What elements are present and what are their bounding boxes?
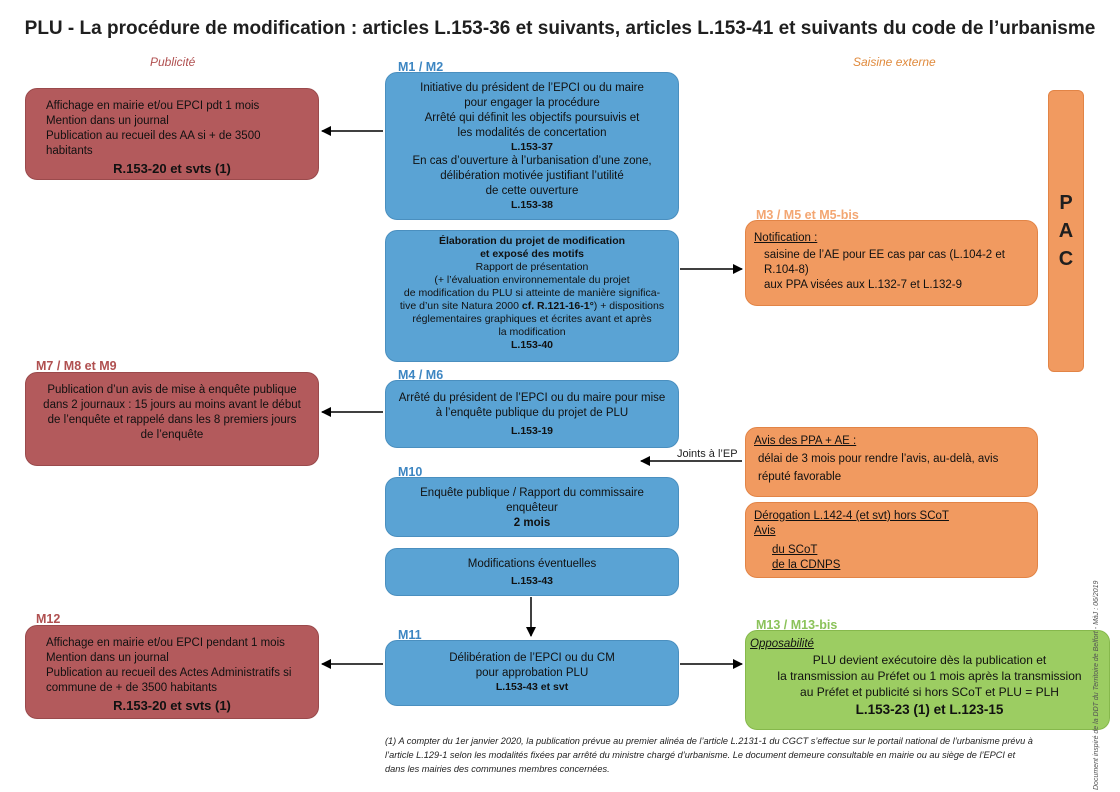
m12-line: Publication au recueil des Actes Adminis… (46, 667, 292, 679)
elab-ref: L.153-40 (510, 339, 554, 351)
elab-line: (+ l’évaluation environnementale du proj… (434, 274, 630, 286)
m1-line: délibération motivée justifiant l’utilit… (440, 170, 624, 182)
avis-head: Avis des PPA + AE : (754, 435, 857, 447)
derog-head: Dérogation L.142-4 (et svt) hors SCoT (754, 510, 949, 522)
m12-line: commune de + de 3500 habitants (46, 682, 218, 694)
elab-line: réglementaires graphiques et écrites ava… (412, 313, 652, 325)
m12-line: Affichage en mairie et/ou EPCI pendant 1… (46, 637, 285, 649)
joints-label: Joints à l’EP (677, 448, 738, 460)
side-note: Document inspiré de la DDT du Territoire… (1093, 580, 1100, 790)
modif-ref: L.153-43 (510, 575, 554, 587)
m1-line: de cette ouverture (485, 185, 579, 197)
tag-m12: M12 (30, 612, 67, 626)
box-initiative: Initiative du président de l’EPCI ou du … (385, 72, 679, 220)
box-elaboration: Élaboration du projet de modification et… (385, 230, 679, 362)
elab-line: la modification (498, 326, 566, 338)
m7-line: dans 2 journaux : 15 jours au moins avan… (43, 399, 301, 411)
m4-ref: L.153-19 (510, 425, 554, 437)
m4-line: Arrêté du président de l’EPCI ou du mair… (398, 392, 666, 404)
m11-line: pour approbation PLU (475, 667, 589, 679)
m3-head: Notification : (754, 232, 818, 244)
elab-natura-ref: cf. R.121-16-1° (521, 300, 594, 312)
pub1-line: Publication au recueil des AA si + de 35… (46, 130, 261, 142)
m13-line: PLU devient exécutoire dès la publicatio… (812, 653, 1047, 667)
elab-natura-pre: tive d’un site Natura 2000 (399, 300, 522, 312)
box-publicite-2: Affichage en mairie et/ou EPCI pendant 1… (25, 625, 319, 719)
tag-m4: M4 / M6 (392, 368, 450, 382)
tag-m13: M13 / M13-bis (750, 618, 844, 632)
tag-m1: M1 / M2 (392, 60, 450, 74)
m13-line: la transmission au Préfet ou 1 mois aprè… (777, 669, 1082, 683)
elab-natura-post: ) + dispositions (593, 300, 665, 312)
m4-line: à l’enquête publique du projet de PLU (435, 407, 629, 419)
box-deliberation: Délibération de l’EPCI ou du CM pour app… (385, 640, 679, 706)
pub1-line: Mention dans un journal (46, 115, 169, 127)
tag-m11: M11 (392, 628, 428, 642)
pac-panel: P A C (1048, 90, 1084, 372)
box-enquete-publique: Enquête publique / Rapport du commissair… (385, 477, 679, 537)
box-avis-ppa: Avis des PPA + AE : délai de 3 mois pour… (745, 427, 1038, 497)
box-avis-enquete: Publication d’un avis de mise à enquête … (25, 372, 319, 466)
footnote: (1) A compter du 1er janvier 2020, la pu… (385, 736, 1033, 774)
m10-line: enquêteur (506, 502, 558, 514)
tag-m3: M3 / M5 et M5-bis (750, 208, 865, 222)
m13-head: Opposabilité (750, 638, 814, 650)
elab-natura-line: tive d’un site Natura 2000 cf. R.121-16-… (386, 300, 678, 313)
m11-ref: L.153-43 et svt (495, 681, 569, 693)
m1-line: pour engager la procédure (464, 97, 600, 109)
derog-head2: Avis (754, 525, 776, 537)
box-modifications: Modifications éventuelles L.153-43 (385, 548, 679, 596)
m1-line: les modalités de concertation (457, 127, 607, 139)
derog-item: de la CDNPS (772, 559, 841, 571)
m3-line: saisine de l’AE pour EE cas par cas (L.1… (764, 249, 1005, 261)
box-derogation: Dérogation L.142-4 (et svt) hors SCoT Av… (745, 502, 1038, 578)
m10-ref: 2 mois (513, 517, 551, 529)
pub1-ref: R.153-20 et svts (1) (113, 161, 231, 176)
m13-ref: L.153-23 (1) et L.123-15 (855, 702, 1004, 717)
pub1-line: Affichage en mairie et/ou EPCI pdt 1 moi… (46, 100, 260, 112)
m12-ref: R.153-20 et svts (1) (113, 698, 231, 713)
m3-line: R.104-8) (764, 264, 809, 276)
tag-m7: M7 / M8 et M9 (30, 359, 123, 373)
m1-ref: L.153-38 (510, 199, 554, 211)
m1-line: En cas d’ouverture à l’urbanisation d’un… (412, 155, 652, 167)
m7-line: de l’enquête et rappelé dans les 8 premi… (47, 414, 297, 426)
m7-line: Publication d’un avis de mise à enquête … (47, 384, 297, 396)
modif-line: Modifications éventuelles (467, 558, 597, 570)
pac-letter: C (1058, 248, 1074, 270)
pub1-line: habitants (46, 145, 93, 157)
m1-line: Arrêté qui définit les objectifs poursui… (424, 112, 640, 124)
avis-line: réputé favorable (758, 471, 842, 483)
m3-line: aux PPA visées aux L.132-7 et L.132-9 (764, 279, 962, 291)
column-label-saisine: Saisine externe (853, 55, 936, 69)
elab-head: Élaboration du projet de modification (438, 235, 626, 247)
m1-line: Initiative du président de l’EPCI ou du … (420, 82, 644, 94)
page-title: PLU - La procédure de modification : art… (24, 18, 1096, 39)
m11-line: Délibération de l’EPCI ou du CM (449, 652, 615, 664)
m10-line: Enquête publique / Rapport du commissair… (420, 487, 644, 499)
elab-line: de modification du PLU si atteinte de ma… (403, 287, 661, 299)
box-arrete-enquete: Arrêté du président de l’EPCI ou du mair… (385, 380, 679, 448)
column-label-publicite: Publicité (150, 55, 196, 69)
box-notification: Notification : saisine de l’AE pour EE c… (745, 220, 1038, 306)
box-opposabilite: Opposabilité PLU devient exécutoire dès … (745, 630, 1110, 730)
pac-letter: A (1058, 220, 1074, 242)
m12-line: Mention dans un journal (46, 652, 169, 664)
derog-item: du SCoT (772, 544, 818, 556)
m13-line: au Préfet et publicité si hors SCoT et P… (800, 685, 1059, 699)
elab-head: et exposé des motifs (480, 248, 584, 260)
m7-line: de l’enquête (140, 429, 204, 441)
avis-line: délai de 3 mois pour rendre l’avis, au-d… (758, 453, 999, 465)
box-publicite-1: Affichage en mairie et/ou EPCI pdt 1 moi… (25, 88, 319, 180)
m1-ref: L.153-37 (510, 141, 554, 153)
elab-line: Rapport de présentation (475, 261, 589, 273)
tag-m10: M10 (392, 465, 429, 479)
pac-letter: P (1059, 192, 1073, 214)
